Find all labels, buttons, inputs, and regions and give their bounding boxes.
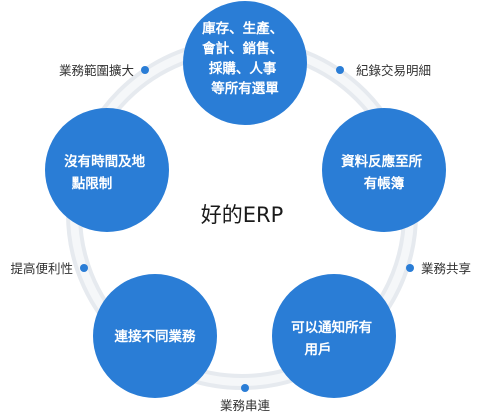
node-label: 可以通知所有 用戶 [291, 319, 377, 358]
node-circle [93, 274, 217, 398]
node-line: 等所有選單 [211, 80, 279, 97]
connector-label-1: 紀錄交易明細 [356, 63, 431, 78]
node-line: 沒有時間及地 [64, 153, 145, 170]
node-no-time-place-limit: 沒有時間及地 點限制 [45, 108, 169, 232]
node-circle [322, 108, 446, 232]
connector-label-5: 業務範圍擴大 [59, 63, 134, 78]
connector-dot-5 [141, 66, 149, 74]
node-line: 連接不同業務 [115, 328, 196, 345]
node-ledger-reflection: 資料反應至所 有帳簿 [322, 108, 446, 232]
connector-label-2: 業務共享 [421, 261, 471, 276]
node-connect-business: 連接不同業務 [93, 274, 217, 398]
node-circle [45, 108, 169, 232]
node-label: 沒有時間及地 點限制 [64, 153, 150, 192]
node-line: 採購、人事 [209, 60, 277, 77]
node-label: 連接不同業務 [115, 328, 196, 345]
node-label: 庫存、生產、 會計、銷售、 採購、人事 等所有選單 [201, 20, 288, 97]
center-label: 好的ERP [201, 203, 284, 227]
connector-dot-1 [336, 66, 344, 74]
node-circle [183, 1, 307, 125]
connector-dot-3 [241, 384, 249, 392]
node-line: 可以通知所有 [291, 319, 372, 336]
node-line: 有帳簿 [364, 175, 405, 192]
node-notify-users: 可以通知所有 用戶 [272, 274, 396, 398]
node-circle [272, 274, 396, 398]
node-line: 點限制 [72, 175, 113, 192]
connector-dot-2 [406, 264, 414, 272]
node-line: 庫存、生產、 [202, 20, 283, 37]
node-line: 資料反應至所 [341, 153, 422, 170]
connector-dot-4 [80, 264, 88, 272]
connector-label-4: 提高便利性 [10, 261, 73, 276]
node-label: 資料反應至所 有帳簿 [341, 153, 427, 192]
connector-label-3: 業務串連 [220, 398, 271, 413]
node-line: 會計、銷售、 [201, 40, 283, 57]
node-modules: 庫存、生產、 會計、銷售、 採購、人事 等所有選單 [183, 1, 307, 125]
node-line: 用戶 [305, 341, 332, 358]
